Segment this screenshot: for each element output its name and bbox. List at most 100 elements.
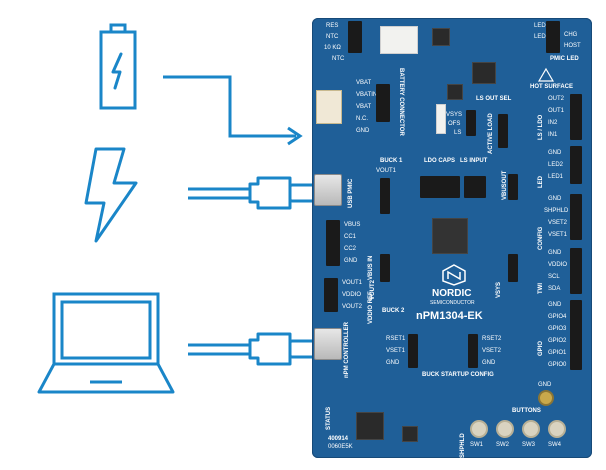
usb-cable-icon <box>188 332 316 366</box>
ls-input-header[interactable] <box>464 176 486 198</box>
ls-out-sel-header[interactable] <box>466 110 476 136</box>
label-vbus: VBUS <box>344 222 361 228</box>
label-ntc: NTC <box>326 34 339 40</box>
label-led1b: LED1 <box>548 174 564 180</box>
usb-cable-icon <box>188 176 316 210</box>
rset2-header[interactable] <box>468 334 478 368</box>
label-led1: LED1 <box>534 23 550 29</box>
controller-chip <box>356 412 384 440</box>
label-vddio2: VDDIO <box>342 292 362 298</box>
label-config: CONFIG <box>538 226 544 250</box>
label-vbatin: VBATIN <box>356 92 378 98</box>
label-vout1: VOUT1 <box>376 168 397 174</box>
label-host: HOST <box>564 43 581 49</box>
label-in1: IN1 <box>548 132 558 138</box>
label-vset1b: VSET1 <box>386 348 406 354</box>
led-io-header[interactable] <box>570 146 582 184</box>
label-vsys: VSYS <box>446 112 463 118</box>
label-vbus-in: VBUS IN <box>368 255 374 280</box>
warning-icon <box>537 67 555 82</box>
slide-switch[interactable] <box>436 104 446 134</box>
ldo-caps-header[interactable] <box>420 176 460 198</box>
rset1-header[interactable] <box>408 334 418 368</box>
label-rset2: RSET2 <box>482 336 502 342</box>
button-sw1[interactable] <box>470 420 488 438</box>
battery-icon <box>99 23 137 110</box>
label-chg: CHG <box>564 32 578 38</box>
button-sw3[interactable] <box>522 420 540 438</box>
label-nc: N.C. <box>356 116 368 122</box>
label-sw3: SW3 <box>522 442 536 448</box>
label-npm-controller: nPM CONTROLLER <box>344 322 350 378</box>
label-gpio4: GPIO4 <box>548 314 567 320</box>
nordic-logo-icon <box>442 264 466 286</box>
label-gnd-twi: GND <box>548 250 562 256</box>
vbusout-header[interactable] <box>508 174 518 200</box>
label-sda: SDA <box>548 286 561 292</box>
label-led2: LED2 <box>534 34 550 40</box>
label-ls-input: LS INPUT <box>460 158 488 164</box>
vsys-header[interactable] <box>508 254 518 282</box>
label-out1: OUT1 <box>548 108 565 114</box>
label-ntc-box: NTC <box>332 56 345 62</box>
label-cc2: CC2 <box>344 246 357 252</box>
led-header[interactable] <box>546 21 560 53</box>
label-cc1: CC1 <box>344 234 357 240</box>
label-led2b: LED2 <box>548 162 564 168</box>
label-vbat2: VBAT <box>356 104 372 110</box>
label-res: RES <box>326 23 339 29</box>
battery-header[interactable] <box>376 84 390 122</box>
twi-header[interactable] <box>570 248 582 294</box>
label-sw4: SW4 <box>548 442 562 448</box>
label-buttons: BUTTONS <box>512 408 541 414</box>
vbus-in-header[interactable] <box>326 220 340 266</box>
label-twi: TWI <box>538 283 544 294</box>
evaluation-board: RES NTC 10 KΩ NTC VBAT VBATIN VBAT N.C. … <box>312 18 592 458</box>
usb-pmic-port[interactable] <box>314 174 342 206</box>
label-gpio1: GPIO1 <box>548 350 567 356</box>
label-buck1: BUCK 1 <box>380 158 403 164</box>
ntc-connector <box>380 26 418 54</box>
label-10k: 10 KΩ <box>324 45 341 51</box>
label-gpio0: GPIO0 <box>548 362 567 368</box>
config-header[interactable] <box>570 194 582 240</box>
vddio-ref-header[interactable] <box>324 278 338 312</box>
label-pmic-led: PMIC LED <box>550 56 579 62</box>
label-off: OFS <box>448 121 461 127</box>
label-gnd: GND <box>356 128 370 134</box>
label-vset2b: VSET2 <box>482 348 502 354</box>
label-led: LED <box>538 176 544 188</box>
label-scl: SCL <box>548 274 560 280</box>
label-gpio: GPIO <box>538 340 544 356</box>
label-vout1b: VOUT1 <box>342 280 363 286</box>
label-gnd-config: GND <box>548 196 562 202</box>
button-sw4[interactable] <box>548 420 566 438</box>
usb-controller-port[interactable] <box>314 328 342 360</box>
label-gnd-vbus: GND <box>344 258 358 264</box>
label-vddio: VDDIO <box>548 262 568 268</box>
label-in2: IN2 <box>548 120 558 126</box>
label-ldo-caps: LDO CAPS <box>424 158 456 164</box>
ls-ldo-header[interactable] <box>570 94 582 140</box>
label-vout2b: VOUT2 <box>342 304 363 310</box>
button-sw2[interactable] <box>496 420 514 438</box>
arrow-icon <box>163 75 303 146</box>
label-shphld: SHPHLD <box>544 208 569 214</box>
laptop-icon <box>37 292 175 394</box>
label-gnd-buck1: GND <box>386 360 400 366</box>
buck2-header[interactable] <box>380 254 390 282</box>
lightning-icon <box>84 147 138 243</box>
ntc-header[interactable] <box>348 21 362 53</box>
label-gnd-tp: GND <box>538 382 552 388</box>
gpio-header[interactable] <box>570 300 582 370</box>
chip <box>432 28 450 46</box>
buck1-header[interactable] <box>380 178 390 214</box>
battery-jst-connector <box>316 90 342 124</box>
label-vset2: VSET2 <box>548 220 568 226</box>
label-vddio-ref: VDDIO REF <box>368 291 374 324</box>
label-vsys2: VSYS <box>496 281 502 298</box>
chip <box>447 84 463 100</box>
label-vset1: VSET1 <box>548 232 568 238</box>
active-load-header[interactable] <box>498 114 508 148</box>
label-sw1: SW1 <box>470 442 484 448</box>
